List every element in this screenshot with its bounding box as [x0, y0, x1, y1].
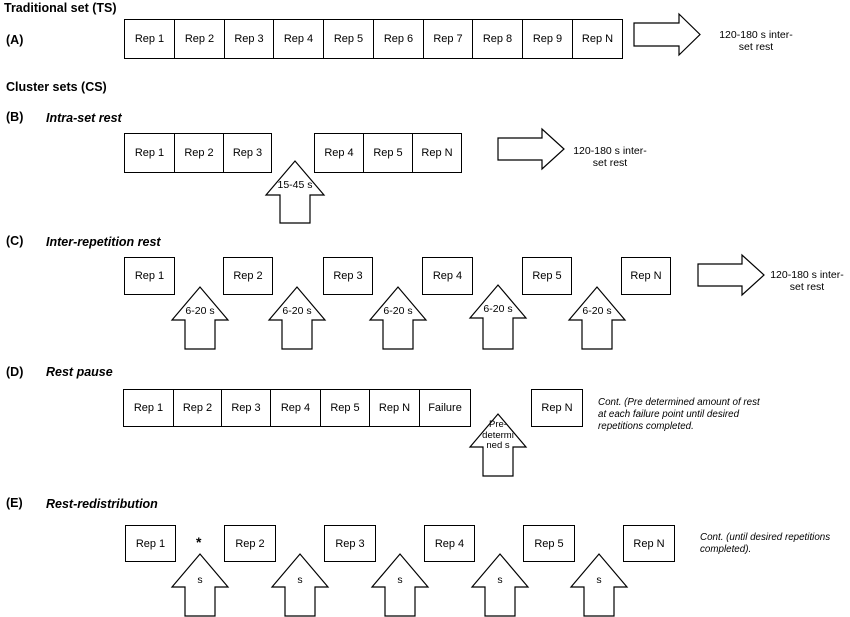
- redistributed-rest-label: s: [297, 574, 303, 586]
- rest-arrow-right-icon: [697, 253, 765, 297]
- rep-box: Rep 5: [323, 19, 374, 59]
- continuation-line2: at each failure point until desired: [598, 409, 740, 420]
- rep-box: Rep N: [623, 525, 675, 562]
- inter-rep-rest-label: 6-20 s: [582, 305, 612, 317]
- rest-arrow-up-icon: [468, 284, 528, 350]
- section-a-letter: (A): [6, 33, 24, 47]
- rep-box: Rep 3: [224, 19, 274, 59]
- predetermined-rest-label: Pre- determi ned s: [469, 419, 527, 452]
- rep-box: Rep N: [531, 389, 583, 427]
- rep-box: Rep N: [369, 389, 420, 427]
- rep-box: Rep 2: [173, 389, 222, 427]
- rest-arrow-up-icon: [267, 286, 327, 350]
- rest-arrow-right-icon: [633, 12, 701, 57]
- rep-box: Rep 4: [422, 257, 473, 295]
- inter-set-rest-line1: 120-180 s inter-: [770, 269, 844, 281]
- rep-box: Rep 3: [223, 133, 272, 173]
- section-c-letter: (C): [6, 234, 24, 248]
- redistributed-rest-label: s: [197, 574, 203, 586]
- rep-box: Rep 2: [224, 525, 276, 562]
- inter-set-rest-line2: set rest: [738, 41, 774, 53]
- rep-box: Rep N: [412, 133, 462, 173]
- rest-arrow-up-icon: [170, 286, 230, 350]
- continuation-line1: Cont. (Pre determined amount of rest: [598, 397, 760, 408]
- continuation-note: Cont. (until desired repetitions complet…: [700, 532, 830, 556]
- rep-box: Rep 4: [270, 389, 321, 427]
- predetermined-rest-line1: Pre-: [489, 419, 507, 430]
- section-b-title: Intra-set rest: [46, 111, 122, 125]
- rest-arrow-right-icon: [497, 127, 565, 171]
- section-b-letter: (B): [6, 110, 24, 124]
- rep-box: Rep 5: [363, 133, 413, 173]
- rep-box: Rep 6: [373, 19, 424, 59]
- section-d-title: Rest pause: [46, 365, 113, 379]
- rep-box: Rep 1: [124, 133, 175, 173]
- redistributed-rest-label: s: [397, 574, 403, 586]
- rep-box: Rep 3: [323, 257, 373, 295]
- rest-arrow-up-icon: [468, 413, 528, 477]
- inter-rep-rest-label: 6-20 s: [483, 303, 513, 315]
- rest-arrow-up-icon: [270, 553, 330, 617]
- rep-box: Rep 3: [221, 389, 271, 427]
- inter-set-rest-line1: 120-180 s inter-: [719, 29, 793, 41]
- asterisk-marker: *: [196, 534, 202, 550]
- inter-set-rest-line1: 120-180 s inter-: [573, 145, 647, 157]
- continuation-note: Cont. (Pre determined amount of rest at …: [598, 397, 760, 433]
- rep-box: Rep 3: [324, 525, 376, 562]
- rep-box: Rep 9: [522, 19, 573, 59]
- rest-arrow-up-icon: [567, 286, 627, 350]
- inter-set-rest-note: 120-180 s inter- set rest: [568, 145, 652, 169]
- rep-box: Rep 2: [174, 19, 225, 59]
- rep-box: Rep N: [572, 19, 623, 59]
- rep-box: Rep 1: [124, 19, 175, 59]
- inter-set-rest-note: 120-180 s inter- set rest: [704, 29, 808, 53]
- rep-box: Rep 4: [273, 19, 324, 59]
- rep-box: Rep 8: [472, 19, 523, 59]
- section-e-letter: (E): [6, 496, 23, 510]
- predetermined-rest-line2: determi: [482, 429, 514, 441]
- inter-set-rest-line2: set rest: [592, 157, 628, 169]
- inter-set-rest-line2: set rest: [789, 281, 825, 293]
- redistributed-rest-label: s: [497, 574, 503, 586]
- rep-box: Rep 4: [424, 525, 475, 562]
- rep-box: Rep 1: [124, 257, 175, 295]
- section-c-title: Inter-repetition rest: [46, 235, 161, 249]
- continuation-line1: Cont. (until desired repetitions: [700, 532, 831, 543]
- rest-arrow-up-icon: [368, 286, 428, 350]
- rep-box: Rep 5: [320, 389, 370, 427]
- rest-arrow-up-icon: [370, 553, 430, 617]
- redistributed-rest-label: s: [596, 574, 602, 586]
- failure-box: Failure: [419, 389, 471, 427]
- rest-arrow-up-icon: [470, 553, 530, 617]
- rest-arrow-up-icon: [569, 553, 629, 617]
- rep-box: Rep 2: [174, 133, 224, 173]
- section-e-title: Rest-redistribution: [46, 497, 158, 511]
- inter-rep-rest-label: 6-20 s: [185, 305, 215, 317]
- inter-set-rest-note: 120-180 s inter- set rest: [766, 269, 848, 293]
- rep-box: Rep 5: [522, 257, 572, 295]
- rep-box: Rep N: [621, 257, 671, 295]
- traditional-set-heading: Traditional set (TS): [4, 1, 117, 15]
- rest-arrow-up-icon: [170, 553, 230, 617]
- section-d-letter: (D): [6, 365, 24, 379]
- rest-arrow-up-icon: [264, 160, 326, 224]
- rep-box: Rep 7: [423, 19, 473, 59]
- cluster-sets-heading: Cluster sets (CS): [6, 80, 107, 94]
- inter-rep-rest-label: 6-20 s: [282, 305, 312, 317]
- rep-box: Rep 1: [123, 389, 174, 427]
- rep-box: Rep 5: [523, 525, 575, 562]
- continuation-line3: repetitions completed.: [598, 421, 694, 432]
- rep-box: Rep 1: [125, 525, 176, 562]
- intra-set-rest-label: 15-45 s: [277, 179, 313, 191]
- predetermined-rest-line3: ned s: [486, 440, 510, 451]
- rep-box: Rep 2: [223, 257, 273, 295]
- continuation-line2: completed).: [700, 544, 752, 555]
- inter-rep-rest-label: 6-20 s: [383, 305, 413, 317]
- rep-box: Rep 4: [314, 133, 364, 173]
